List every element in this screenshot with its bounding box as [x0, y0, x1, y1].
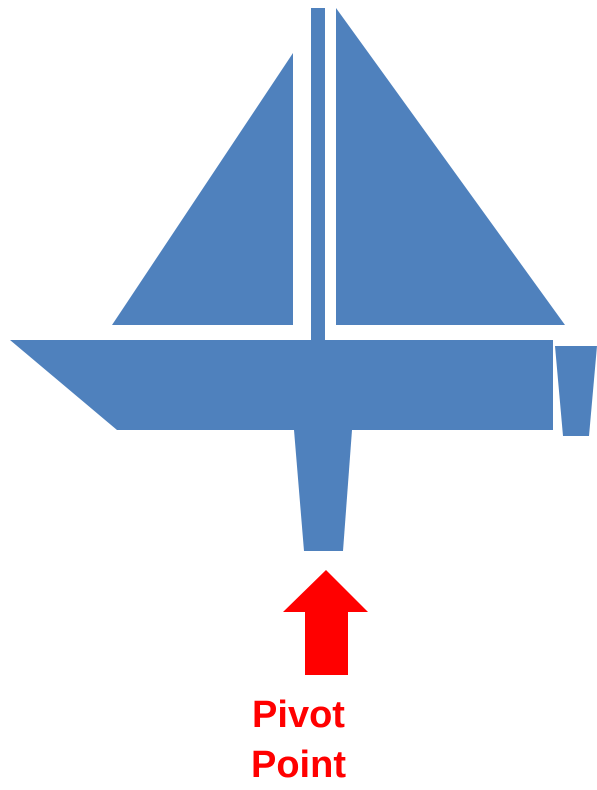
rudder: [555, 346, 597, 436]
pivot-point-label: Pivot Point: [0, 690, 597, 790]
pivot-label-line-2: Point: [0, 740, 597, 790]
left-sail: [112, 53, 293, 325]
up-arrow-icon: [283, 570, 368, 675]
hull: [10, 340, 553, 430]
sailboat: [10, 8, 597, 551]
pivot-label-line-1: Pivot: [0, 690, 597, 740]
right-sail: [336, 8, 565, 325]
keel: [294, 430, 352, 551]
mast: [311, 8, 325, 340]
